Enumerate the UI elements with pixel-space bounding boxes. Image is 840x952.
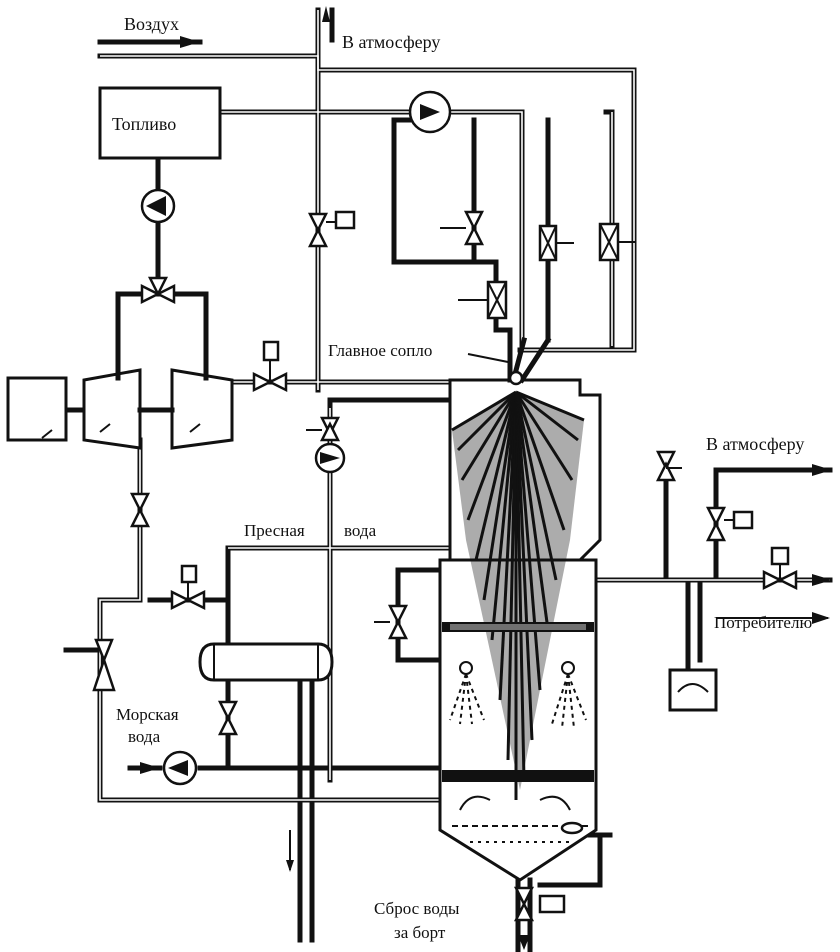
generator (6, 376, 68, 442)
label-fresh-water-1: Пресная (244, 521, 305, 540)
fuel-pump (140, 188, 176, 224)
label-fresh-water-2: вода (344, 521, 377, 540)
label-discharge-2: за борт (394, 923, 446, 942)
evaporator-vessel (438, 336, 602, 882)
ejector (92, 638, 116, 692)
control-valve-consumers (762, 546, 798, 591)
valve-sea-water (217, 700, 239, 736)
label-consumers: Потребителю (714, 613, 812, 632)
valve-branch-4 (458, 280, 508, 320)
arrow-discharge (518, 935, 530, 950)
valves (129, 210, 798, 922)
fuel-tank: Топливо (98, 86, 222, 160)
valve-right-mid (705, 506, 754, 542)
fuel-label: Топливо (112, 114, 176, 134)
air-pump (408, 90, 452, 134)
valve-air-line (307, 210, 356, 248)
nozzle-spray (451, 390, 585, 800)
arrow-air-in (180, 36, 200, 48)
label-main-nozzle: Главное сопло (328, 341, 432, 360)
label-to-atmosphere-right: В атмосферу (706, 434, 804, 454)
control-valve-blower (170, 564, 206, 611)
label-air: Воздух (124, 14, 179, 34)
pump-icon (146, 196, 166, 216)
pump-icon (168, 760, 188, 776)
sea-water-pump (162, 750, 198, 786)
valve-right-atmosphere (655, 450, 682, 482)
label-sea-water-1: Морская (116, 705, 179, 724)
valve-drain (513, 886, 566, 922)
pump-icon (420, 104, 440, 120)
arrow-atmosphere-up (322, 6, 330, 22)
flow-arrows (140, 6, 832, 950)
label-to-atmosphere-top: В атмосферу (342, 32, 440, 52)
gas-turbine-unit (82, 335, 234, 450)
heat-exchanger (198, 642, 334, 682)
label-sea-water-2: вода (128, 727, 161, 746)
arrow-consumers (812, 574, 832, 586)
valve-fresh-water-branch (374, 604, 409, 640)
label-discharge-1: Сброс воды (374, 899, 460, 918)
regulating-valve-fuel (140, 276, 176, 305)
valve-branch-2 (538, 224, 574, 262)
control-valve-turbine (252, 340, 288, 393)
valve-branch-3 (598, 222, 636, 262)
arrow-sea-in (140, 762, 160, 774)
gauge-box (668, 668, 718, 712)
valve-left-vertical (129, 492, 151, 528)
pump-icon (320, 452, 340, 464)
valve-branch-1 (440, 210, 485, 246)
side-sprayer-left (449, 661, 485, 725)
side-sprayer-right (551, 661, 587, 729)
valve-fresh-water-top (306, 416, 341, 442)
separator-plate-bottom (442, 770, 594, 782)
labels: Воздух В атмосферу Главное сопло Пресная… (116, 14, 812, 942)
fresh-water-pump (314, 442, 346, 474)
separator-plate-top (442, 622, 594, 632)
arrow-right-atmosphere (812, 464, 832, 476)
pipe-highlights (99, 10, 830, 801)
